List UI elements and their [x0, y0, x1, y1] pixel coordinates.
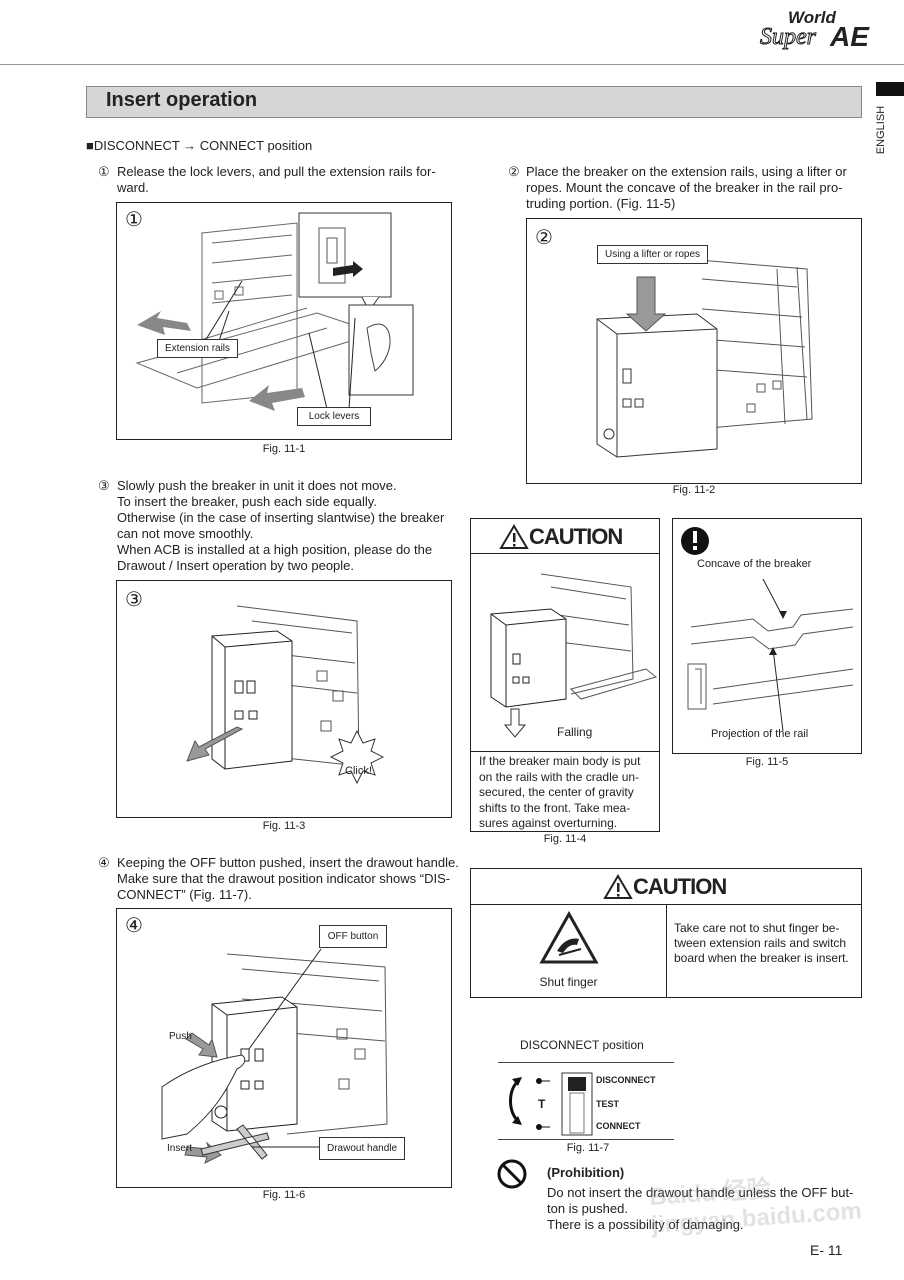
- indicator-t: T: [538, 1097, 546, 1111]
- figure-11-7: T DISCONNECT TEST CONNECT: [498, 1062, 674, 1140]
- caution-2-line2: tween extension rails and switch: [674, 936, 847, 950]
- header-rule: [0, 64, 904, 65]
- figure-11-3-number: ③: [125, 589, 143, 611]
- figure-11-5-caption: Fig. 11-5: [745, 756, 789, 768]
- step4-line3: CONNECT” (Fig. 11-7).: [117, 887, 252, 902]
- figure-11-3: ③ Click!: [116, 580, 452, 818]
- callout-lock-levers: Lock levers: [297, 407, 371, 426]
- figure-11-1-caption: Fig. 11-1: [262, 443, 306, 455]
- section-title: Insert operation: [106, 89, 258, 111]
- prohibition-title: (Prohibition): [547, 1165, 625, 1180]
- disconnect-position-label: DISCONNECT position: [520, 1038, 644, 1052]
- prohibition-icon: [497, 1159, 527, 1189]
- callout-extension-rails: Extension rails: [157, 339, 239, 358]
- callout-off-button: OFF button: [319, 925, 387, 948]
- concave-label: Concave of the breaker: [697, 558, 812, 570]
- figure-11-1: ① Extension rails Lock levers: [116, 202, 452, 440]
- prohibition-line3: There is a possibility of damaging.: [547, 1217, 744, 1232]
- projection-label: Projection of the rail: [711, 728, 809, 740]
- falling-breaker-drawing: [490, 573, 658, 738]
- brand-ae: AE: [830, 21, 869, 52]
- figure-11-1-number: ①: [125, 209, 143, 231]
- step3-line4: can not move smoothly.: [117, 526, 254, 541]
- step3-line1: Slowly push the breaker in unit it does …: [117, 478, 397, 493]
- caution-1-title: CAUTION: [529, 524, 623, 549]
- brand-super: Super: [760, 24, 817, 51]
- shut-finger-icon: [539, 911, 599, 964]
- side-tab-bar: [876, 82, 904, 96]
- indicator-disconnect: DISCONNECT: [596, 1075, 656, 1085]
- prohibition-line1: Do not insert the drawout handle unless …: [547, 1185, 854, 1200]
- callout-drawout-handle: Drawout handle: [319, 1137, 406, 1160]
- step3-line5: When ACB is installed at a high position…: [117, 542, 433, 557]
- brand-logo: World Super AE: [758, 8, 898, 58]
- figure-11-7-caption: Fig. 11-7: [566, 1142, 610, 1154]
- section-title-bar: [86, 86, 862, 118]
- step2-line1: Place the breaker on the extension rails…: [526, 164, 847, 179]
- warning-triangle-icon: [499, 524, 529, 549]
- watermark: Baidu 经验 jingyan.baidu.com: [648, 1175, 863, 1239]
- caution-1-line3: secured, the center of gravity: [479, 785, 634, 799]
- falling-label: Falling: [557, 725, 593, 739]
- caution-1-line5: sures against overturning.: [479, 816, 618, 830]
- indicator-connect: CONNECT: [596, 1121, 641, 1131]
- brand-world: World: [788, 8, 836, 27]
- caution-box-2: CAUTION Shut finger Take care not to shu…: [470, 868, 862, 998]
- step1-number: ①: [98, 164, 110, 179]
- insert-label: Insert: [167, 1143, 193, 1154]
- caution-2-text: Take care not to shut finger be- tween e…: [674, 921, 858, 966]
- caution-2-line3: board when the breaker is insert.: [674, 951, 849, 965]
- step3-line3: Otherwise (in the case of inserting slan…: [117, 510, 445, 525]
- warning-triangle-icon-2: [603, 874, 633, 899]
- caution-1-line4: shifts to the front. Take mea-: [479, 800, 631, 815]
- section-heading: ■DISCONNECT → CONNECT position: [86, 138, 313, 153]
- caution-2-line1: Take care not to shut finger be-: [674, 921, 840, 935]
- shut-finger-label: Shut finger: [539, 975, 598, 989]
- step3-line2: To insert the breaker, push each side eq…: [117, 494, 377, 509]
- figure-11-5-drawing: [681, 527, 854, 732]
- step1-text: Release the lock levers, and pull the ex…: [117, 164, 436, 179]
- caution-box-1: CAUTION Falling If the breaker main body…: [470, 518, 660, 832]
- caution-1-line1: If the breaker main body is put: [479, 754, 641, 768]
- caution-1-text: If the breaker main body is put on the r…: [471, 751, 659, 831]
- figure-11-2-caption: Fig. 11-2: [672, 484, 716, 496]
- figure-11-1-drawing: [135, 212, 414, 411]
- step1-text-2: ward.: [117, 180, 149, 195]
- figure-11-5: Concave of the breaker Projection of the…: [672, 518, 862, 754]
- step4-line1: Keeping the OFF button pushed, insert th…: [117, 855, 459, 870]
- figure-11-6: ④ OFF button Push Insert Drawout handle: [116, 908, 452, 1188]
- push-label: Push: [169, 1031, 192, 1042]
- caution-1-header: CAUTION: [471, 519, 659, 554]
- figure-11-6-drawing: [161, 948, 388, 1164]
- figure-11-2: ② Using a lifter or ropes: [526, 218, 862, 484]
- indicator-test: TEST: [596, 1099, 620, 1109]
- caution-2-divider: [666, 904, 667, 997]
- figure-11-2-drawing: [596, 258, 813, 458]
- figure-11-6-caption: Fig. 11-6: [262, 1189, 306, 1201]
- figure-11-2-number: ②: [535, 227, 553, 249]
- caution-1-line2: on the rails with the cradle un-: [479, 769, 640, 784]
- step2-number: ②: [508, 164, 520, 179]
- page-number: E- 11: [810, 1242, 843, 1258]
- caution-2-header: CAUTION: [471, 869, 861, 905]
- step4-line2: Make sure that the drawout position indi…: [117, 871, 451, 886]
- prohibition-line2: ton is pushed.: [547, 1201, 628, 1216]
- step2-line3: truding portion. (Fig. 11-5): [526, 196, 676, 211]
- side-tab-label: ENGLISH: [875, 105, 887, 155]
- step4-number: ④: [98, 855, 110, 870]
- caution-2-title: CAUTION: [633, 874, 727, 899]
- figure-11-6-number: ④: [125, 915, 143, 937]
- step3-number: ③: [98, 478, 110, 493]
- position-indicator-drawing: [509, 1072, 593, 1136]
- click-label: Click!: [345, 765, 372, 777]
- figure-11-3-drawing: [186, 605, 385, 785]
- step3-line6: Drawout / Insert operation by two people…: [117, 558, 355, 573]
- step2-line2: ropes. Mount the concave of the breaker …: [526, 180, 843, 195]
- figure-11-3-caption: Fig. 11-3: [262, 820, 306, 832]
- callout-lifter: Using a lifter or ropes: [597, 245, 709, 264]
- figure-11-4-caption: Fig. 11-4: [543, 833, 587, 845]
